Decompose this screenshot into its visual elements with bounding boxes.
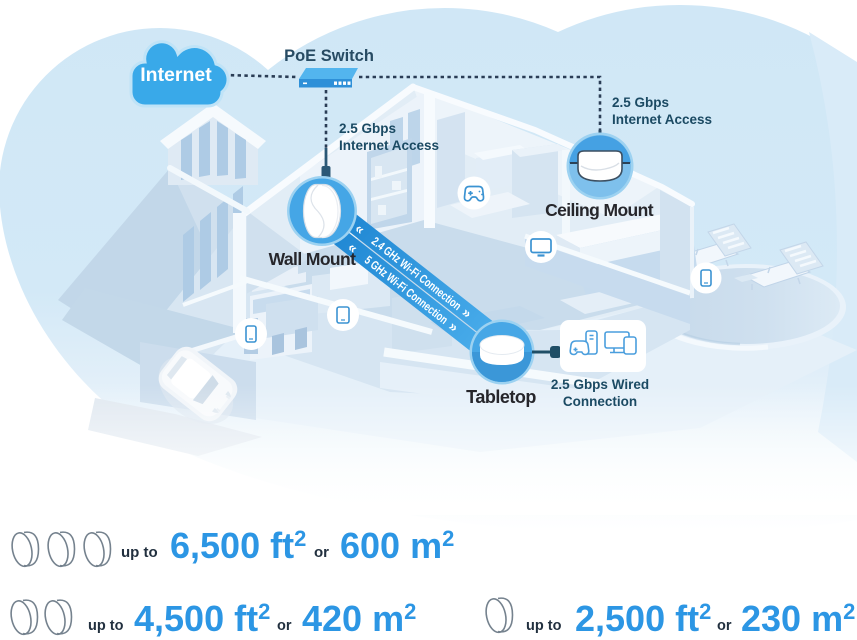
svg-text:2.5 Gbps: 2.5 Gbps xyxy=(339,121,396,136)
svg-text:600 m2: 600 m2 xyxy=(340,525,454,566)
svg-text:Connection: Connection xyxy=(563,394,637,409)
svg-text:Tabletop: Tabletop xyxy=(466,387,536,407)
svg-text:PoE Switch: PoE Switch xyxy=(284,47,374,65)
svg-text:420 m2: 420 m2 xyxy=(302,598,416,639)
svg-text:230 m2: 230 m2 xyxy=(741,598,855,639)
svg-text:or: or xyxy=(717,618,732,634)
svg-text:2,500 ft2: 2,500 ft2 xyxy=(575,598,711,639)
svg-text:or: or xyxy=(314,544,329,561)
svg-text:2.5 Gbps Wired: 2.5 Gbps Wired xyxy=(551,377,649,392)
svg-text:Wall Mount: Wall Mount xyxy=(269,249,356,269)
svg-text:4,500 ft2: 4,500 ft2 xyxy=(134,598,270,639)
svg-text:or: or xyxy=(277,618,292,634)
svg-text:up to: up to xyxy=(88,618,124,634)
svg-text:6,500 ft2: 6,500 ft2 xyxy=(170,525,306,566)
svg-text:Internet: Internet xyxy=(140,64,212,86)
svg-text:Internet Access: Internet Access xyxy=(612,112,712,127)
svg-text:Internet Access: Internet Access xyxy=(339,138,439,153)
svg-text:2.5 Gbps: 2.5 Gbps xyxy=(612,95,669,110)
svg-text:Ceiling Mount: Ceiling Mount xyxy=(545,200,654,220)
svg-text:up to: up to xyxy=(121,544,158,561)
svg-text:up to: up to xyxy=(526,618,562,634)
